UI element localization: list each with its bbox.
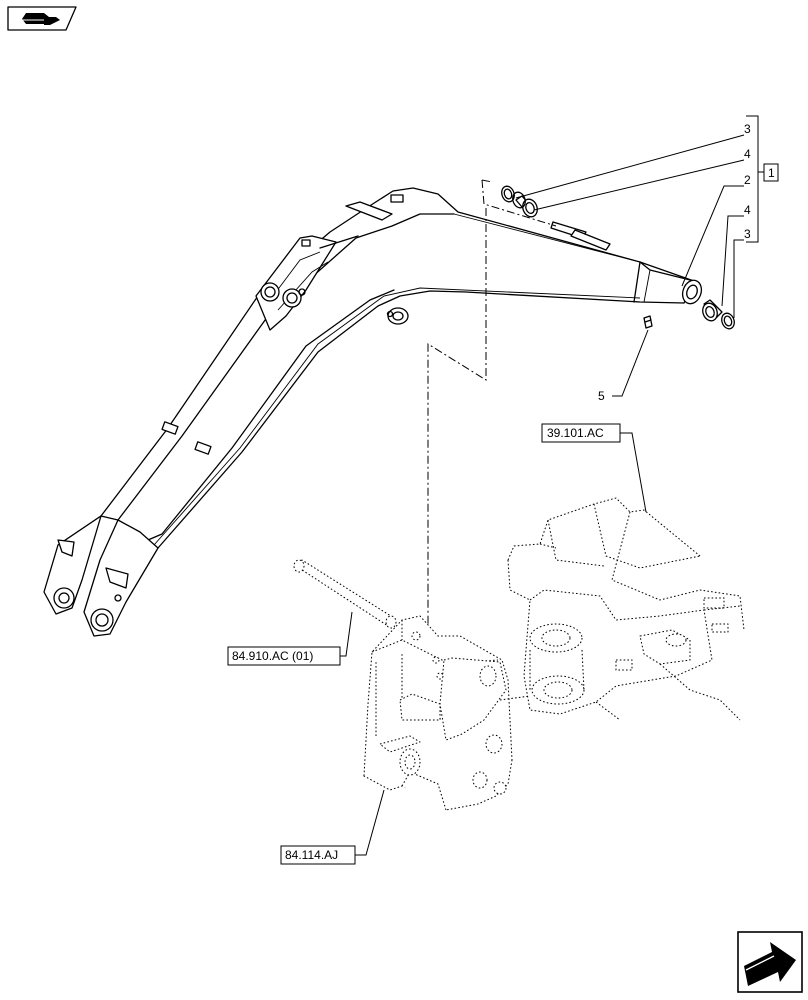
grease-fitting — [643, 315, 653, 329]
ref-kingpost[interactable]: 84.114.AJ — [280, 789, 385, 865]
bushing-bottom — [702, 299, 723, 322]
group-box — [763, 163, 779, 182]
seal-ring-top — [501, 185, 515, 203]
book-arrow-icon[interactable] — [7, 6, 77, 31]
callout-leaders — [515, 115, 764, 397]
bushing-top — [512, 191, 538, 218]
callout-3-bottom: 3 — [744, 227, 751, 241]
ref-swing-frame[interactable]: 39.101.AC — [541, 423, 647, 513]
navigate-arrow-icon[interactable] — [737, 931, 803, 993]
ref-pin-label: 84.910.AC (01) — [232, 649, 313, 663]
callout-4-top: 4 — [744, 147, 751, 161]
ref-pin[interactable]: 84.910.AC (01) — [227, 611, 353, 666]
callout-labels: 3 4 2 4 3 5 1 — [598, 122, 779, 403]
callout-3-top: 3 — [744, 122, 751, 136]
ref-swing-frame-label: 39.101.AC — [547, 426, 604, 440]
swing-frame-outline — [499, 497, 745, 721]
callout-4-bottom: 4 — [744, 203, 751, 217]
pin-bushing-parts — [427, 179, 735, 630]
callout-2: 2 — [744, 173, 751, 187]
kingpost-outline — [293, 559, 513, 811]
group-label: 1 — [768, 166, 775, 180]
boom-assembly — [43, 187, 703, 637]
ref-kingpost-label: 84.114.AJ — [285, 848, 338, 862]
callout-5: 5 — [598, 389, 605, 403]
seal-ring-bottom — [721, 312, 735, 330]
